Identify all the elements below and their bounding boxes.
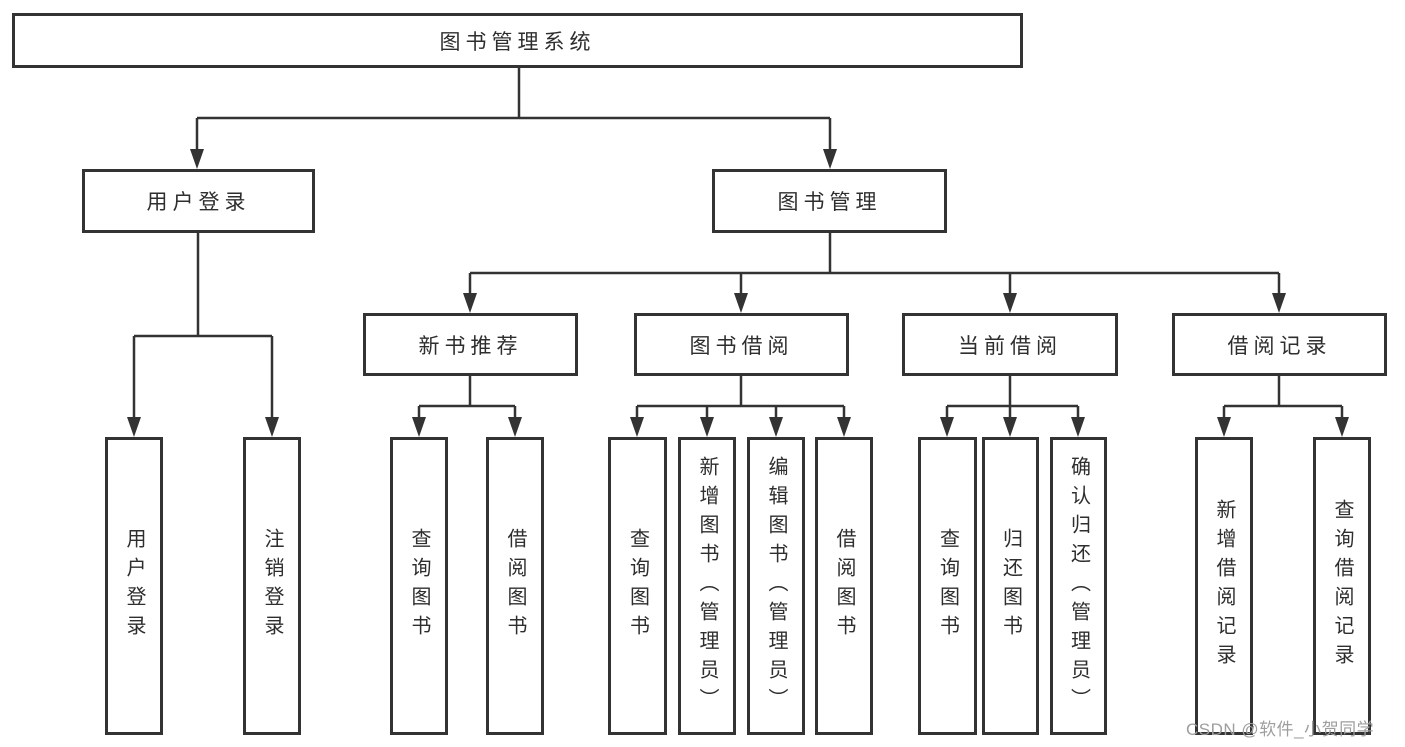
- node-label: 当前借阅: [958, 334, 1062, 358]
- node-label: 新增图书（管理员）: [696, 455, 718, 717]
- leaf-confirm-return-admin: 确认归还（管理员）: [1050, 437, 1107, 735]
- leaf-query-books-current: 查询图书: [918, 437, 977, 735]
- node-book-borrow: 图书借阅: [634, 313, 849, 376]
- connector-book-borrow-branch: [630, 376, 851, 437]
- node-label: 查询图书: [408, 528, 430, 644]
- node-current-borrow: 当前借阅: [902, 313, 1118, 376]
- node-label: 注销登录: [261, 528, 283, 644]
- leaf-query-books-borrow: 查询图书: [608, 437, 667, 735]
- leaf-borrow-books-recommend: 借阅图书: [486, 437, 544, 735]
- leaf-return-books: 归还图书: [982, 437, 1039, 735]
- node-label: 借阅图书: [504, 528, 526, 644]
- node-user-login: 用户登录: [82, 169, 315, 233]
- connector-new-book-recommend-branch: [412, 376, 522, 437]
- node-label: 图书借阅: [689, 334, 794, 358]
- leaf-user-login: 用户登录: [105, 437, 163, 735]
- connector-user-login-branch: [127, 233, 279, 437]
- connector-current-borrow-branch: [940, 376, 1085, 437]
- node-label: 借阅图书: [833, 528, 855, 644]
- node-book-management: 图书管理: [712, 169, 947, 233]
- node-label: 查询借阅记录: [1331, 499, 1353, 673]
- leaf-borrow-books: 借阅图书: [815, 437, 873, 735]
- node-library-management-system: 图书管理系统: [12, 13, 1023, 68]
- leaf-add-books-admin: 新增图书（管理员）: [678, 437, 736, 735]
- connector-book-management-to-level3: [463, 233, 1286, 313]
- node-label: 确认归还（管理员）: [1067, 455, 1090, 717]
- node-label: 用户登录: [146, 191, 251, 214]
- node-label: 编辑图书（管理员）: [765, 455, 787, 717]
- leaf-add-borrow-record: 新增借阅记录: [1195, 437, 1253, 735]
- leaf-query-borrow-record: 查询借阅记录: [1313, 437, 1371, 735]
- leaf-logout: 注销登录: [243, 437, 301, 735]
- node-label: 图书管理系统: [439, 30, 596, 54]
- node-label: 图书管理: [777, 191, 882, 214]
- node-label: 新书推荐: [418, 334, 523, 358]
- connector-borrow-records-branch: [1217, 376, 1349, 437]
- node-label: 借阅记录: [1227, 334, 1332, 358]
- csdn-watermark: CSDN @软件_小贺同学: [1186, 720, 1375, 739]
- node-label: 查询图书: [936, 528, 959, 644]
- node-label: 用户登录: [123, 528, 145, 644]
- leaf-query-books-recommend: 查询图书: [390, 437, 448, 735]
- leaf-edit-books-admin: 编辑图书（管理员）: [747, 437, 805, 735]
- node-new-book-recommend: 新书推荐: [363, 313, 578, 376]
- connector-root-to-level2: [190, 68, 837, 169]
- node-borrow-records: 借阅记录: [1172, 313, 1387, 376]
- node-label: 新增借阅记录: [1213, 499, 1235, 673]
- node-label: 查询图书: [626, 528, 649, 644]
- node-label: 归还图书: [999, 528, 1022, 644]
